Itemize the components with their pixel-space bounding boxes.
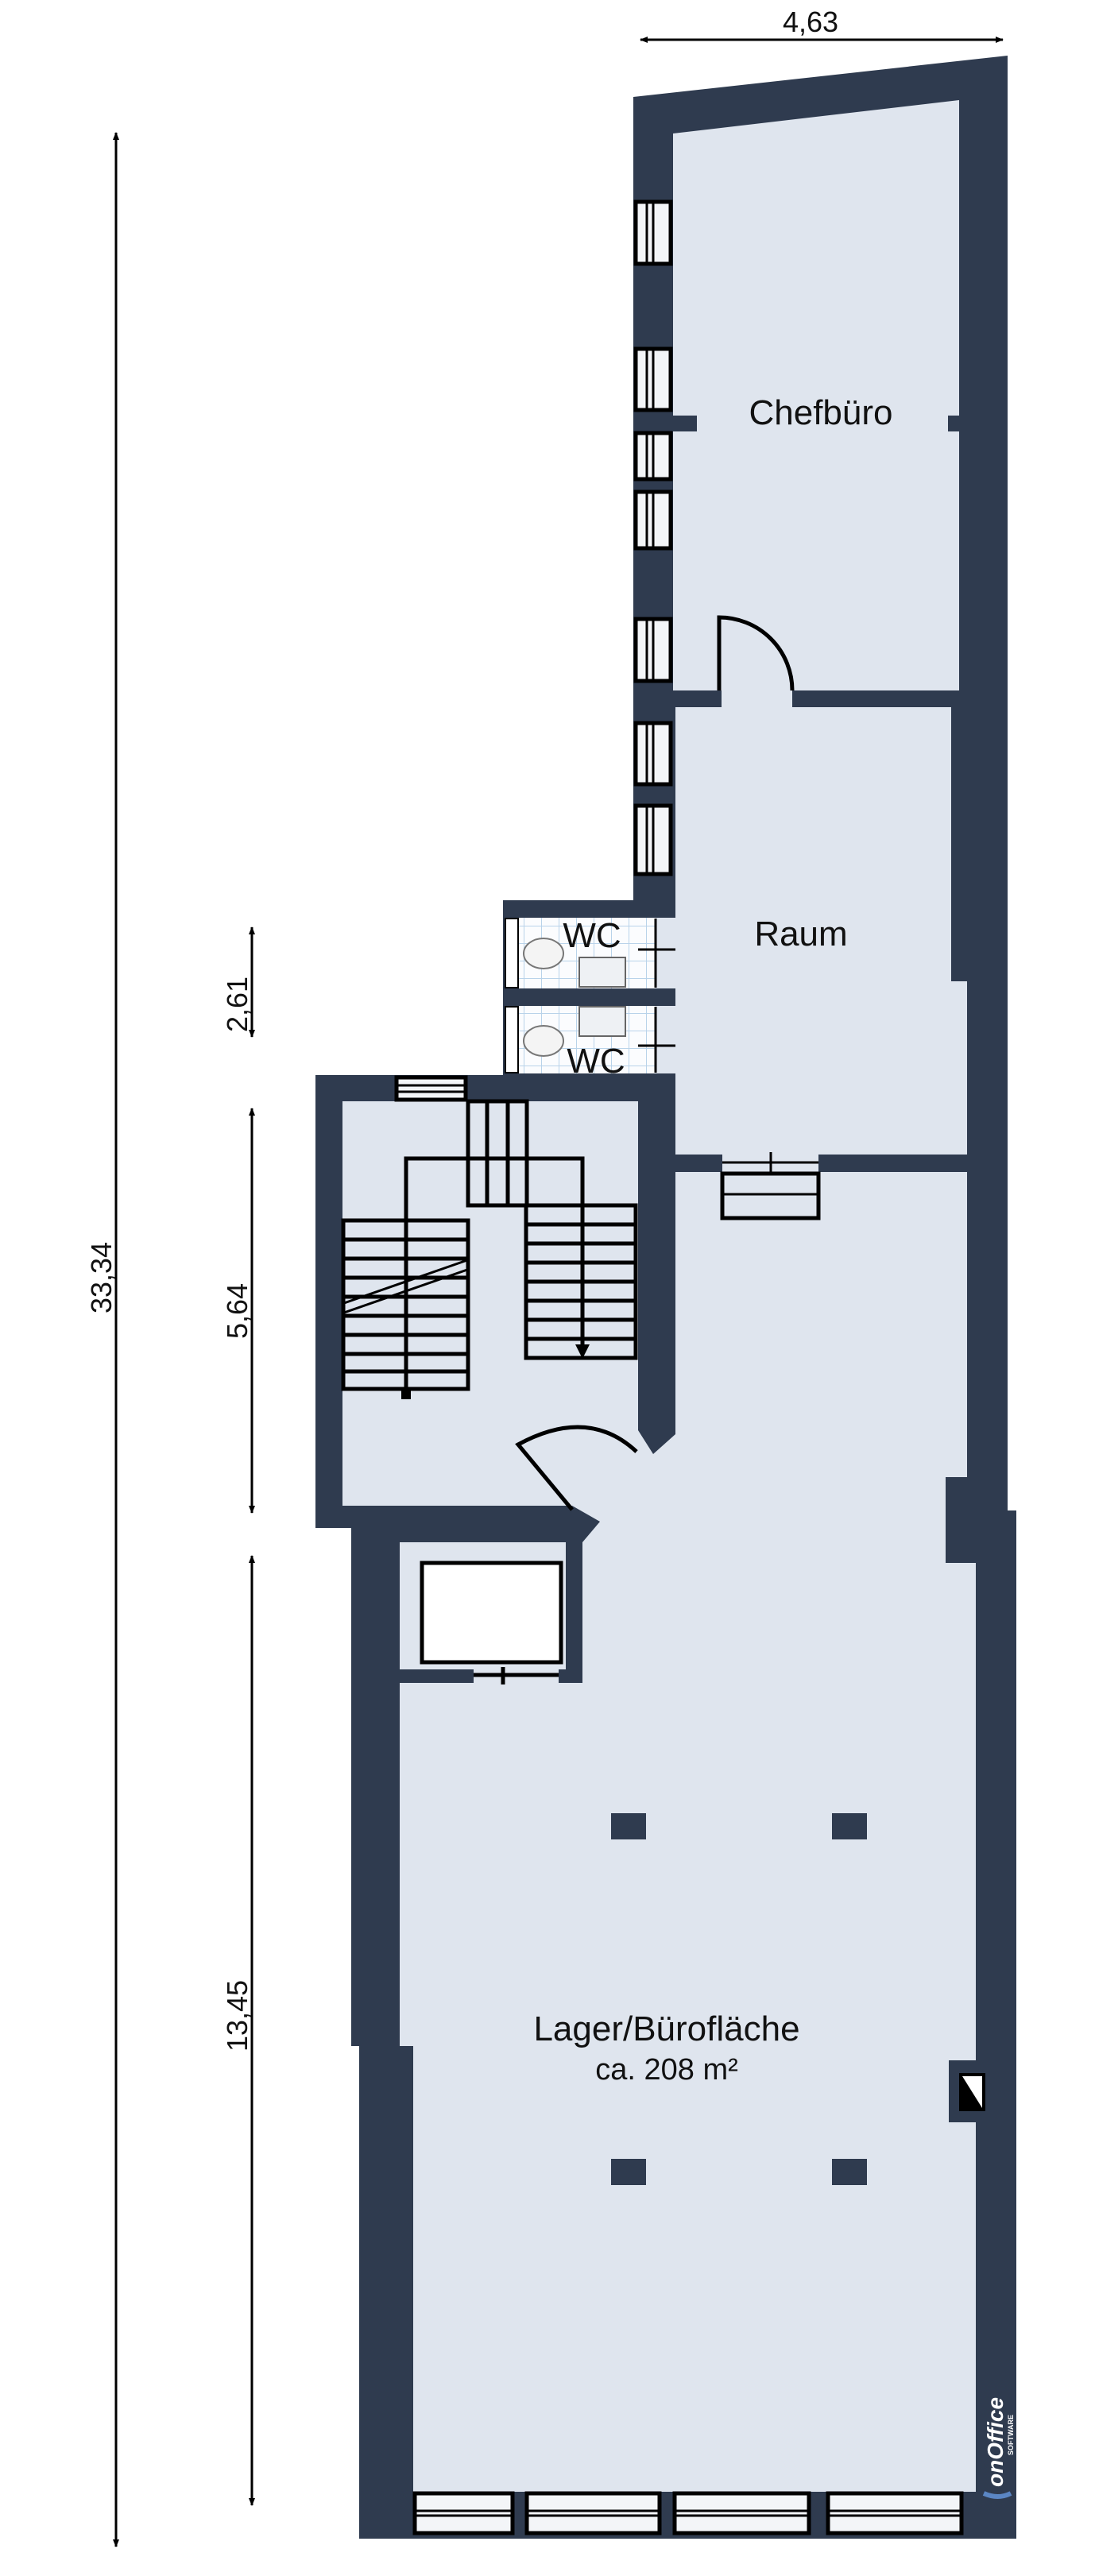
room-label-wc-lower: WC [567,1042,625,1081]
windows-left-wall [633,199,673,876]
wall-stub [673,416,697,431]
svg-text:5,64: 5,64 [221,1283,253,1339]
room-label-wc-upper: WC [563,916,621,955]
wall-stub [948,416,959,431]
room-label-lager: Lager/Bürofläche [533,2009,799,2048]
dimension-wc: 2,61 [221,926,255,1038]
wc-window-upper [505,918,519,988]
window-stair-hall [394,1075,468,1102]
dimension-total-length: 33,34 [85,132,119,2547]
door-chefbuero-icon [717,615,795,691]
svg-text:4,63: 4,63 [783,6,838,38]
wc-door-upper-icon [638,919,675,988]
toilet-icon [523,1025,564,1057]
floor-chefbuero [673,100,959,690]
dimension-lager: 13,45 [221,1555,255,2506]
sink-icon [578,957,626,988]
elevator-box [420,1561,563,1665]
column [611,2159,646,2185]
floor-wc-upper-door [656,918,675,988]
wc-door-lower-icon [638,1007,675,1073]
floor-stair-and-lager [342,1101,976,2492]
svg-text:13,45: 13,45 [221,1980,253,2052]
column [611,1813,646,1839]
door-raum-icon [720,1152,821,1220]
shaft-icon [959,2073,985,2111]
staircase [341,1099,638,1399]
floor-wc-lower-door [656,1006,675,1073]
svg-text:SOFTWARE: SOFTWARE [1007,2415,1015,2455]
wc-window-lower [505,1006,519,1073]
dimension-stair: 5,64 [221,1108,255,1514]
windows-bottom [412,2491,964,2535]
onoffice-logo: onOffice SOFTWARE [982,2397,1015,2499]
floor-raum [675,707,967,1155]
dimension-width-top: 4,63 [640,6,1004,43]
toilet-icon [523,938,564,969]
column [832,1813,867,1839]
sink-icon [578,1006,626,1037]
room-label-chefbuero: Chefbüro [749,393,892,432]
room-label-raum: Raum [754,915,847,953]
door-elevator-icon [474,1667,559,1684]
svg-text:33,34: 33,34 [85,1242,118,1313]
column [832,2159,867,2185]
svg-text:onOffice: onOffice [983,2397,1008,2487]
room-area-lager: ca. 208 m² [595,2053,738,2087]
door-opening-chefbuero [722,688,792,710]
door-stair-hall-icon [515,1425,638,1511]
svg-text:2,61: 2,61 [221,977,253,1032]
